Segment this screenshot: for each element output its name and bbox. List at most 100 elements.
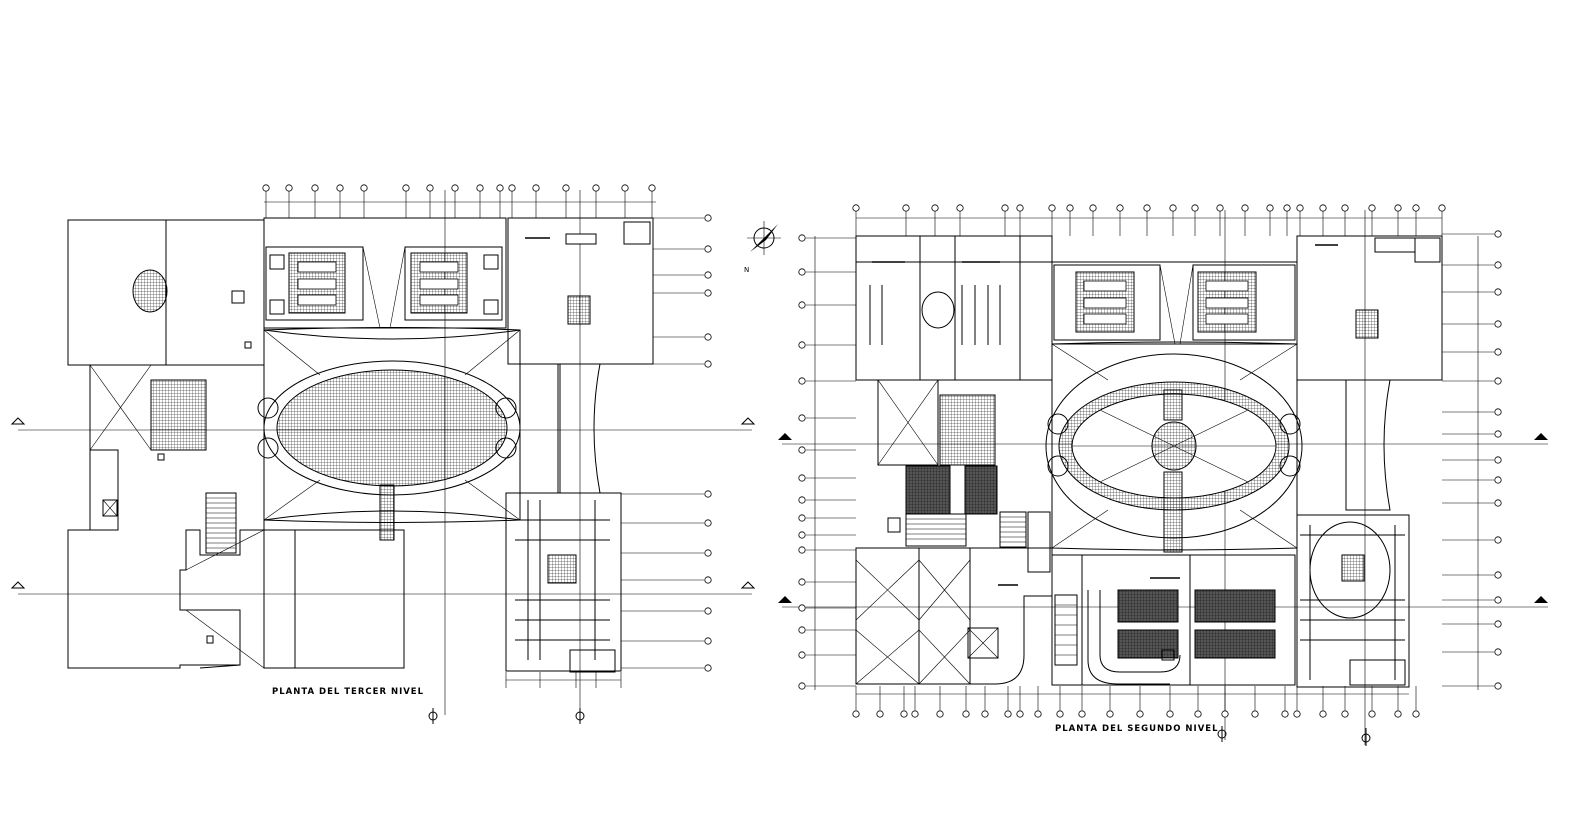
axis-bubble xyxy=(1136,710,1144,718)
axis-bubble xyxy=(1281,710,1289,718)
axis-bubble xyxy=(1394,710,1402,718)
axis-bubble xyxy=(1494,596,1502,604)
axis-bubble xyxy=(1319,204,1327,212)
axis-bubble xyxy=(704,637,712,645)
north-module-3 xyxy=(1053,264,1161,341)
axis-bubble xyxy=(402,184,410,192)
axis-bubble xyxy=(1296,204,1304,212)
third-level-title: PLANTA DEL TERCER NIVEL xyxy=(272,687,424,697)
axis-bubble xyxy=(1494,320,1502,328)
axis-bubble xyxy=(532,184,540,192)
axis-bubble xyxy=(648,184,656,192)
axis-bubble xyxy=(1106,710,1114,718)
axis-bubble xyxy=(1494,288,1502,296)
axis-bubble xyxy=(1266,204,1274,212)
stair-left xyxy=(205,492,237,554)
axis-bubble xyxy=(798,531,806,539)
axis-bubble xyxy=(1166,710,1174,718)
axis-bubble xyxy=(1394,204,1402,212)
axis-bubble xyxy=(852,710,860,718)
axis-bubble xyxy=(508,184,516,192)
axis-bubble xyxy=(621,184,629,192)
axis-bubble xyxy=(704,333,712,341)
axis-bubble xyxy=(1494,536,1502,544)
axis-bubble xyxy=(1283,204,1291,212)
section-arrow-second-1 xyxy=(1217,726,1227,742)
axis-bubble xyxy=(1169,204,1177,212)
north-module-4 xyxy=(1192,264,1296,341)
axis-bubble xyxy=(1494,456,1502,464)
axis-bubble xyxy=(704,490,712,498)
oval-atrium xyxy=(276,369,508,487)
axis-bubble xyxy=(1494,499,1502,507)
section-arrow-third-2 xyxy=(575,708,585,724)
axis-bubble xyxy=(1034,710,1042,718)
axis-bubble xyxy=(426,184,434,192)
axis-bubble xyxy=(798,474,806,482)
axis-bubble xyxy=(852,204,860,212)
axis-bubble xyxy=(1143,204,1151,212)
axis-bubble xyxy=(1341,204,1349,212)
axis-bubble xyxy=(1412,204,1420,212)
axis-bubble xyxy=(1494,348,1502,356)
axis-bubble xyxy=(798,414,806,422)
axis-bubble xyxy=(1494,230,1502,238)
axis-bubble xyxy=(1494,571,1502,579)
axis-bubble xyxy=(1494,682,1502,690)
axis-bubble xyxy=(704,214,712,222)
axis-bubble xyxy=(704,607,712,615)
axis-bubble xyxy=(1066,204,1074,212)
axis-bubble xyxy=(1494,261,1502,269)
axis-bubble xyxy=(1251,710,1259,718)
axis-bubble xyxy=(798,341,806,349)
axis-bubble xyxy=(1056,710,1064,718)
axis-bubble xyxy=(562,184,570,192)
axis-bubble xyxy=(704,271,712,279)
second-level-axis-bubbles xyxy=(814,217,1479,695)
axis-bubble xyxy=(1221,710,1229,718)
axis-bubble xyxy=(704,360,712,368)
axis-bubble xyxy=(476,184,484,192)
axis-bubble xyxy=(592,184,600,192)
axis-bubble xyxy=(1048,204,1056,212)
axis-bubble xyxy=(1016,204,1024,212)
axis-bubble xyxy=(798,626,806,634)
third-level-axis-bubbles xyxy=(264,201,656,681)
third-level-plan: PLANTA DEL TERCER NIVEL xyxy=(10,190,756,724)
axis-bubble xyxy=(798,604,806,612)
svg-text:N: N xyxy=(744,266,749,274)
axis-bubble xyxy=(798,651,806,659)
axis-bubble xyxy=(704,289,712,297)
axis-bubble xyxy=(285,184,293,192)
axis-bubble xyxy=(336,184,344,192)
axis-bubble xyxy=(1494,430,1502,438)
axis-bubble xyxy=(798,514,806,522)
axis-bubble xyxy=(1293,710,1301,718)
stair-grid xyxy=(150,379,207,451)
dark-core-1 xyxy=(905,465,951,515)
axis-bubble xyxy=(900,710,908,718)
north-module-2 xyxy=(404,246,503,321)
axis-bubble xyxy=(911,710,919,718)
second-level-title: PLANTA DEL SEGUNDO NIVEL xyxy=(1055,724,1219,734)
axis-bubble xyxy=(876,710,884,718)
axis-bubble xyxy=(1341,710,1349,718)
axis-bubble xyxy=(798,578,806,586)
axis-bubble xyxy=(798,446,806,454)
axis-bubble xyxy=(798,682,806,690)
axis-bubble xyxy=(1089,204,1097,212)
axis-bubble xyxy=(1191,204,1199,212)
north-module-1 xyxy=(265,246,364,321)
axis-bubble xyxy=(798,234,806,242)
circular-skylight xyxy=(132,269,168,313)
axis-bubble xyxy=(1368,710,1376,718)
axis-bubble xyxy=(1078,710,1086,718)
axis-bubble xyxy=(798,377,806,385)
axis-bubble xyxy=(1494,620,1502,628)
axis-bubble xyxy=(1494,476,1502,484)
axis-bubble xyxy=(962,710,970,718)
axis-bubble xyxy=(798,301,806,309)
section-arrow-third-1 xyxy=(428,708,438,724)
axis-bubble xyxy=(1494,377,1502,385)
